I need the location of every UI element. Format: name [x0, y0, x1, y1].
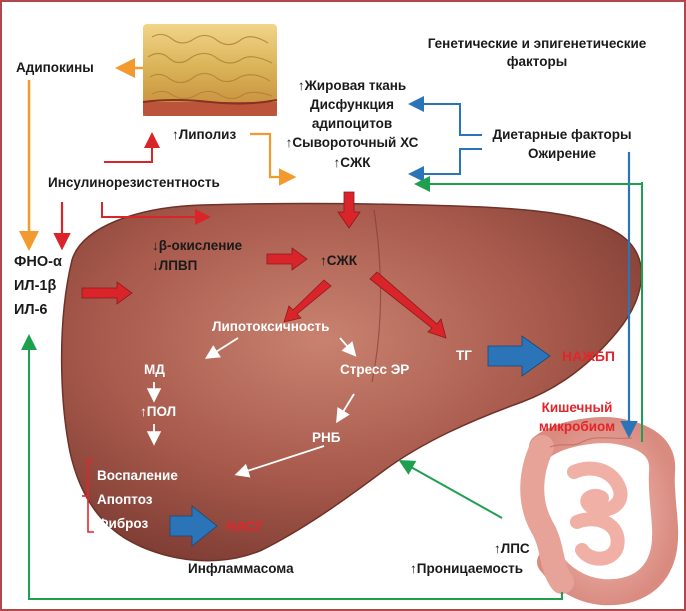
label-ffa-liver: ↑СЖК — [320, 253, 357, 269]
label-md: МД — [144, 362, 165, 378]
label-er-stress: Стресс ЭР — [340, 362, 409, 378]
label-microbiome-2: микробиом — [517, 419, 637, 435]
label-nafld: НАЖБП — [562, 348, 615, 364]
label-apoptosis: Апоптоз — [97, 492, 153, 508]
intestine-image — [532, 430, 665, 592]
label-tg: ТГ — [456, 348, 472, 364]
label-il1-beta: ИЛ-1β — [14, 278, 56, 294]
label-nash: НАСГ — [226, 518, 264, 534]
label-insulin-resistance: Инсулинорезистентность — [48, 175, 220, 191]
label-permeability: ↑Проницаемость — [410, 561, 523, 577]
label-hdl: ↓ЛПВП — [152, 258, 197, 274]
label-genetic-factors-2: факторы — [412, 54, 662, 70]
label-adipose-5: ↑СЖК — [282, 155, 422, 171]
label-inflammasome: Инфламмасома — [188, 561, 294, 577]
label-dietary-2: Ожирение — [482, 146, 642, 162]
label-microbiome-1: Кишечный — [517, 400, 637, 416]
label-lps: ↑ЛПС — [494, 541, 530, 557]
label-fibrosis: Фиброз — [97, 516, 148, 532]
label-adipokines: Адипокины — [16, 60, 94, 76]
adipose-tissue-image — [143, 24, 277, 116]
label-adipose-3: адипоцитов — [282, 116, 422, 132]
label-tnf-alpha: ФНО-α — [14, 254, 62, 270]
label-lipolysis: ↑Липолиз — [172, 127, 236, 143]
label-adipose-1: ↑Жировая ткань — [282, 78, 422, 94]
label-rnb: РНБ — [312, 430, 340, 446]
label-dietary-1: Диетарные факторы — [482, 127, 642, 143]
label-adipose-4: ↑Сывороточный ХС — [282, 135, 422, 151]
label-inflammation: Воспаление — [97, 468, 178, 484]
label-genetic-factors-1: Генетические и эпигенетические — [412, 36, 662, 52]
label-il6: ИЛ-6 — [14, 302, 48, 318]
label-lipotoxicity: Липотоксичность — [212, 319, 329, 335]
label-adipose-2: Дисфункция — [282, 97, 422, 113]
label-pol: ↑ПОЛ — [140, 404, 176, 420]
label-beta-oxidation: ↓β-окисление — [152, 238, 242, 254]
